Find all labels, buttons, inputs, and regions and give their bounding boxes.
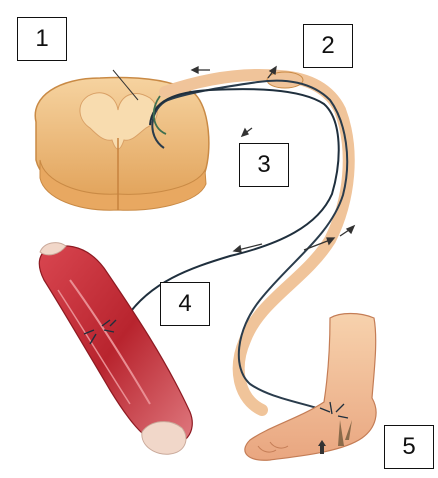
foot (245, 314, 376, 461)
label-3: 3 (239, 143, 289, 187)
muscle (39, 243, 192, 455)
label-2: 2 (303, 24, 353, 68)
label-1: 1 (17, 17, 67, 61)
label-5: 5 (384, 425, 434, 469)
label-4: 4 (160, 282, 210, 326)
